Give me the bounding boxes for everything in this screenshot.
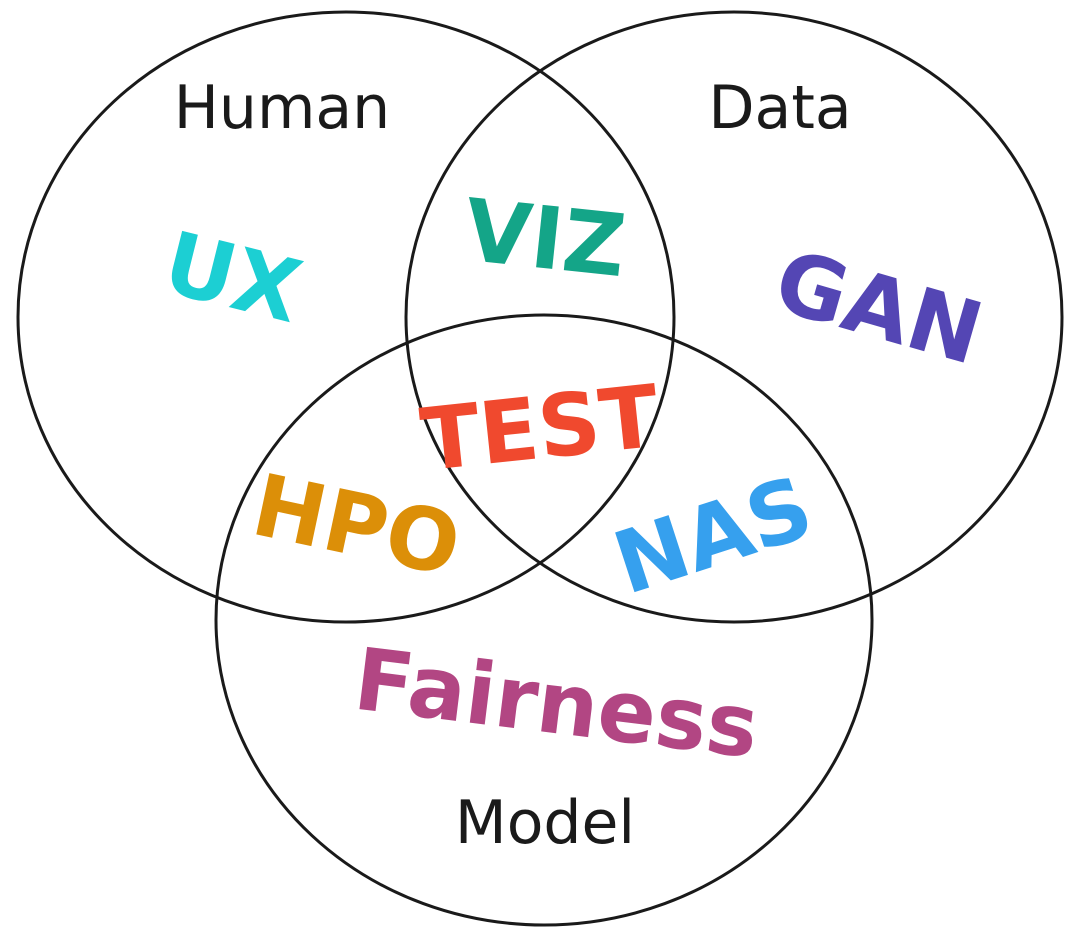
region-label-fairness: Fairness bbox=[349, 630, 764, 779]
set-label-model: Model bbox=[455, 788, 635, 858]
circle-human bbox=[16, 10, 676, 624]
set-label-data: Data bbox=[708, 73, 851, 143]
region-label-test: TEST bbox=[416, 367, 663, 491]
region-label-viz: VIZ bbox=[460, 181, 630, 297]
circle-model bbox=[214, 313, 874, 927]
circle-data bbox=[404, 10, 1064, 624]
region-label-nas: NAS bbox=[603, 458, 825, 615]
set-label-human: Human bbox=[174, 73, 390, 143]
region-label-ux: UX bbox=[154, 213, 310, 343]
region-label-gan: GAN bbox=[764, 231, 993, 385]
